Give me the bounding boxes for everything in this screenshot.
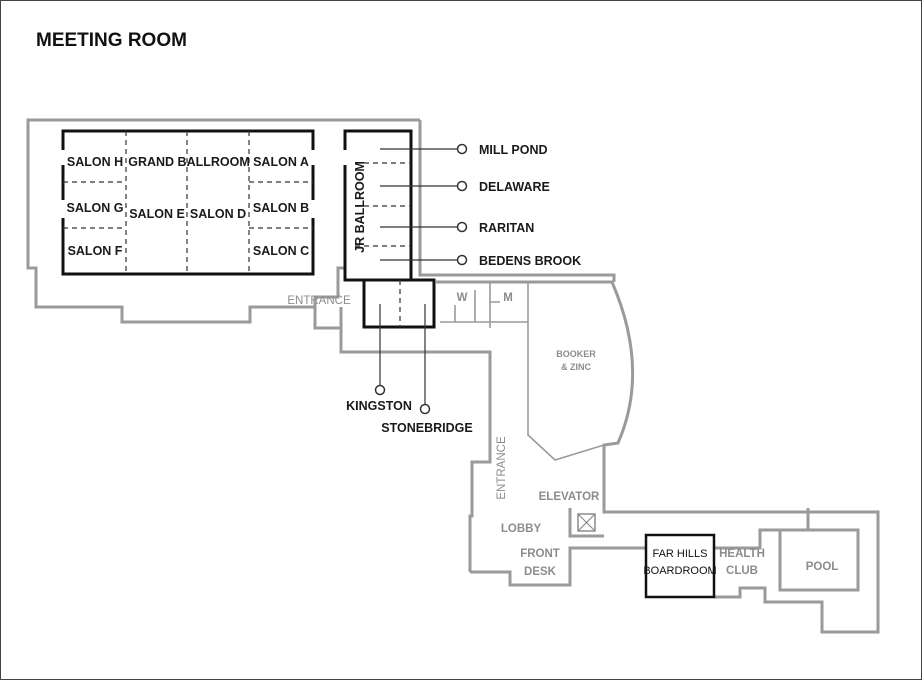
jr-ballroom-label: JR BALLROOM xyxy=(353,161,367,253)
delaware-pin xyxy=(456,180,468,192)
callouts xyxy=(374,143,468,415)
salon-a-label: SALON A xyxy=(253,155,309,169)
front-desk-label-line1: FRONT xyxy=(520,548,560,560)
kingston-label: KINGSTON xyxy=(346,399,412,413)
raritan-pin xyxy=(456,221,468,233)
pool-label: POOL xyxy=(806,561,839,573)
elevator-label: ELEVATOR xyxy=(539,491,600,503)
salon-g-label: SALON G xyxy=(67,201,124,215)
booker-zinc-label-line2: & ZINC xyxy=(561,362,591,372)
room-labels: SALON H GRAND BALLROOM SALON A SALON G S… xyxy=(67,143,717,577)
womens-restroom-label: W xyxy=(457,292,468,304)
mill-pond-pin xyxy=(456,143,468,155)
page-title: MEETING ROOM xyxy=(36,30,187,51)
far-hills-label-line2: BOARDROOM xyxy=(643,565,716,577)
jr-ballroom-block xyxy=(343,129,413,282)
booker-zinc-label-line1: BOOKER xyxy=(556,349,596,359)
health-club-label-line2: CLUB xyxy=(726,565,758,577)
salon-b-label: SALON B xyxy=(253,201,309,215)
stonebridge-label: STONEBRIDGE xyxy=(381,421,472,435)
bedens-brook-label: BEDENS BROOK xyxy=(479,254,581,268)
salon-h-label: SALON H xyxy=(67,155,123,169)
mens-restroom-label: M xyxy=(503,292,513,304)
grand-ballroom-label: GRAND BALLROOM xyxy=(128,155,250,169)
delaware-label: DELAWARE xyxy=(479,180,550,194)
area-labels: ENTRANCE ENTRANCE W M BOOKER & ZINC ELEV… xyxy=(287,292,838,578)
entrance-top-label: ENTRANCE xyxy=(287,295,351,307)
elevator-icon xyxy=(577,513,596,532)
front-desk-label-line2: DESK xyxy=(524,566,557,578)
building-outline xyxy=(26,118,880,634)
kingston-pin xyxy=(374,384,386,396)
grand-ballroom-block xyxy=(61,129,315,276)
entrance-side-label: ENTRANCE xyxy=(496,436,508,500)
kingston-stonebridge-block xyxy=(362,278,436,329)
far-hills-boardroom-box xyxy=(644,533,716,599)
salon-e-label: SALON E xyxy=(129,207,185,221)
bedens-brook-pin xyxy=(456,254,468,266)
salon-c-label: SALON C xyxy=(253,244,309,258)
salon-f-label: SALON F xyxy=(68,244,123,258)
far-hills-label-line1: FAR HILLS xyxy=(652,548,707,560)
stonebridge-pin xyxy=(419,403,431,415)
raritan-label: RARITAN xyxy=(479,221,534,235)
lobby-label: LOBBY xyxy=(501,523,542,535)
health-club-label-line1: HEALTH xyxy=(719,548,765,560)
mill-pond-label: MILL POND xyxy=(479,143,548,157)
salon-d-label: SALON D xyxy=(190,207,246,221)
